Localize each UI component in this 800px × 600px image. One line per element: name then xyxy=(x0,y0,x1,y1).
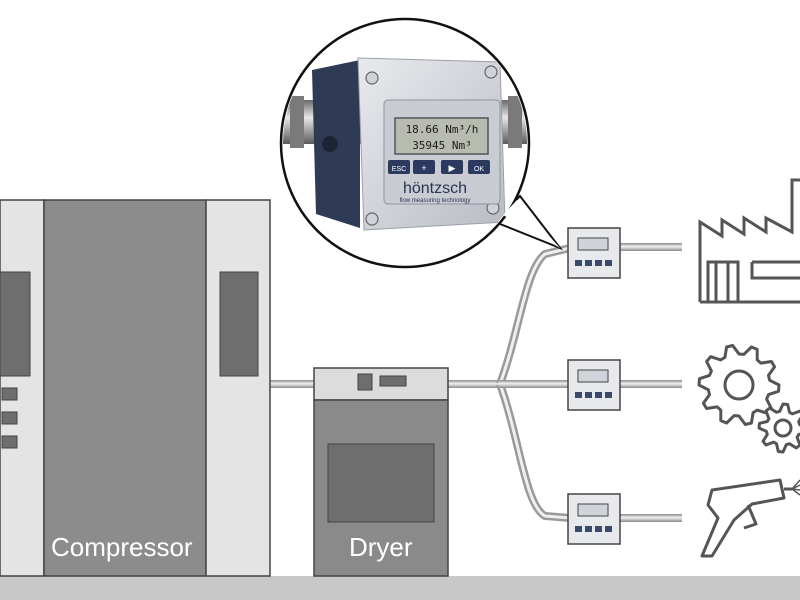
meter-key-button: + xyxy=(413,160,435,174)
meter-key-button: ESC xyxy=(388,160,410,174)
meter-key-button: OK xyxy=(468,160,490,174)
compressor-button xyxy=(1,411,18,425)
meter-key-label: OK xyxy=(474,166,484,173)
brand-logo: höntzsch xyxy=(403,180,467,197)
meter-key-button: ▶ xyxy=(441,160,463,174)
screw-icon xyxy=(365,71,379,85)
compressor-button xyxy=(1,435,18,449)
floor xyxy=(0,576,800,600)
outlet-pipe-top xyxy=(618,243,682,251)
meter-key-label: ESC xyxy=(392,166,406,173)
screw-icon xyxy=(484,65,498,79)
main-pipe xyxy=(270,380,315,388)
flow-meter xyxy=(567,227,621,279)
gears-icon xyxy=(697,344,800,454)
flow-meter-group xyxy=(567,227,621,545)
compressor xyxy=(0,199,271,577)
compressor-panel-right xyxy=(219,271,259,377)
meter-keypad: ESC + ▶ OK xyxy=(388,160,490,174)
compressor-panel-left xyxy=(0,271,31,377)
meter-closeup-callout: 18.66 Nm³/h 35945 Nm³ ESC + ▶ OK höntzsch f… xyxy=(279,17,564,269)
meter-key-label: ▶ xyxy=(449,163,456,173)
meter-key-label: + xyxy=(421,163,426,173)
screw-icon xyxy=(365,212,379,226)
brand-tagline: flow measuring technology xyxy=(399,198,470,204)
spray-gun-icon xyxy=(700,478,800,558)
lcd-display xyxy=(394,117,489,155)
pipe-network xyxy=(270,243,682,522)
flow-meter xyxy=(567,359,621,411)
lcd-line-1: 18.66 Nm³/h xyxy=(406,123,479,136)
flow-meter xyxy=(567,493,621,545)
outlet-pipe-bottom xyxy=(618,514,682,522)
branch-pipe-bottom xyxy=(496,382,571,522)
main-pipe xyxy=(448,380,503,388)
compressor-label: Compressor xyxy=(51,532,193,562)
dryer-label: Dryer xyxy=(349,532,413,562)
factory-icon xyxy=(698,178,800,304)
outlet-pipe-middle xyxy=(618,380,682,388)
lcd-line-2: 35945 Nm³ xyxy=(412,139,472,152)
compressor-button xyxy=(1,387,18,401)
dryer xyxy=(313,367,449,577)
